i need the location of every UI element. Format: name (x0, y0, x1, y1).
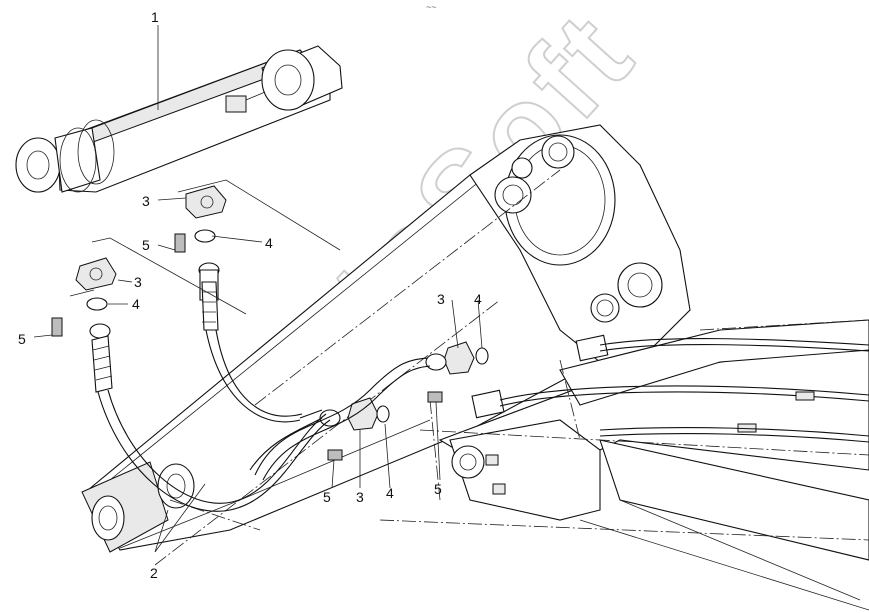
callout-2: 2 (150, 565, 158, 581)
hydraulic-cylinder (15, 45, 343, 193)
callout-4: 4 (132, 296, 140, 312)
boom-foot-pin (91, 495, 125, 541)
callout-5: 5 (142, 237, 150, 253)
flange-upper-left (185, 185, 227, 219)
lower-flange-set (51, 257, 117, 339)
cylinder-port-block (225, 95, 247, 113)
bolt-mid (327, 449, 343, 461)
callout-5: 5 (18, 331, 26, 347)
header-mark: ~~ (426, 2, 437, 12)
centerlines (154, 169, 869, 566)
callout-4: 4 (265, 235, 273, 251)
callout-5: 5 (323, 489, 331, 505)
callout-3: 3 (437, 291, 445, 307)
callout-3: 3 (142, 193, 150, 209)
flange-lower-left (75, 257, 117, 291)
hydraulic-hoses (91, 281, 431, 512)
boom-arm (81, 124, 869, 611)
callout-4: 4 (386, 485, 394, 501)
callout-4: 4 (474, 291, 482, 307)
o-ring-lower-left (86, 297, 108, 311)
mid-flange-set (327, 341, 489, 461)
flange-mid (347, 397, 379, 431)
bolt-lower-left (51, 317, 63, 337)
upper-flange-set (174, 185, 227, 301)
leader-lines (33, 25, 483, 553)
callout-1: 1 (151, 9, 159, 25)
callout-5: 5 (434, 481, 442, 497)
callouts: 1 3 4 5 3 4 5 3 4 5 3 4 5 2 (18, 9, 482, 581)
callout-3: 3 (134, 274, 142, 290)
callout-3: 3 (356, 489, 364, 505)
bolt-upper-right (427, 391, 443, 403)
o-ring-mid (376, 405, 390, 423)
bolt-upper-left (174, 233, 186, 253)
o-ring-upper-right (475, 347, 489, 365)
